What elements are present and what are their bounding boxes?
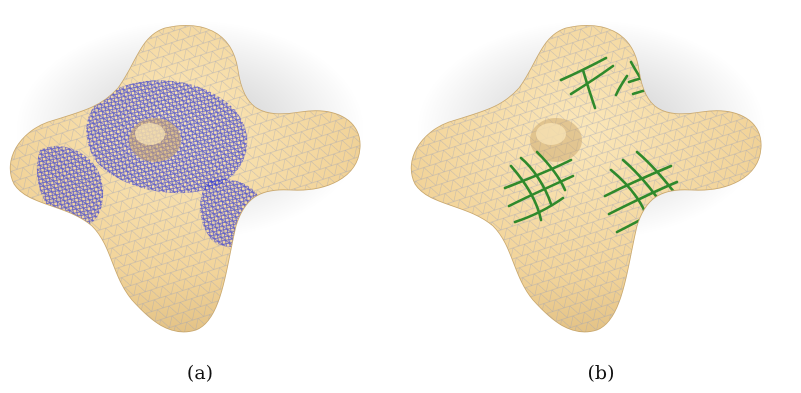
panel-b: (b) xyxy=(401,0,801,393)
triangle-mesh-b xyxy=(401,0,801,345)
center-dimple-highlight-a xyxy=(135,123,165,145)
surface-render-a xyxy=(0,0,400,345)
surface-render-b xyxy=(401,0,801,345)
surface-group-a xyxy=(0,0,400,345)
caption-b: (b) xyxy=(401,362,801,384)
caption-a: (a) xyxy=(0,362,400,384)
center-dimple-highlight-b xyxy=(536,123,566,145)
surface-group-b xyxy=(401,0,801,345)
panel-a: (a) xyxy=(0,0,400,393)
